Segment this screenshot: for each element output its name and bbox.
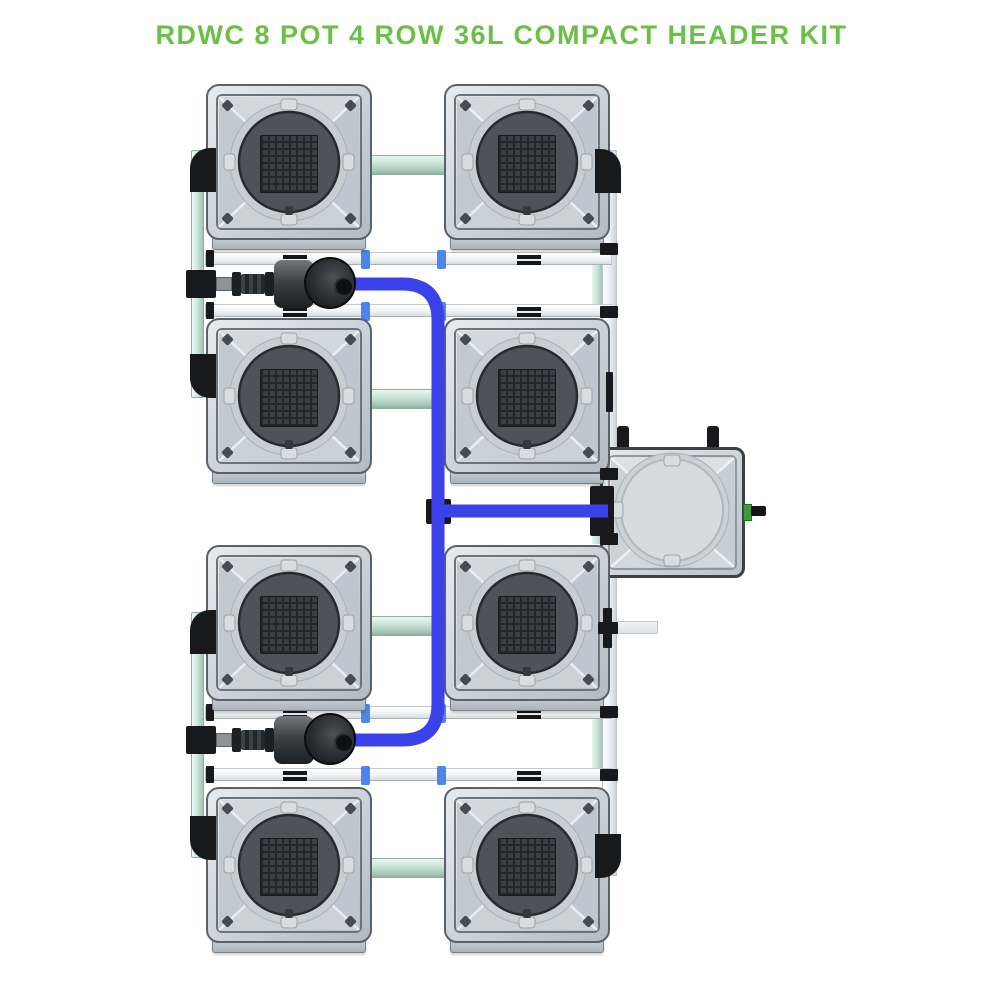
pot-r3c1 <box>206 545 372 711</box>
pump-inlet-fitting-icon <box>186 726 216 754</box>
tube-saddle-clip-icon <box>437 766 446 785</box>
rail-endcap-icon <box>206 704 214 721</box>
rail-clamp-icon <box>283 313 307 317</box>
drain-tee-icon <box>598 622 618 634</box>
pot-r1c2 <box>444 84 610 250</box>
pump-collar-icon <box>265 728 274 752</box>
pump-inlet-fitting-icon <box>186 270 216 298</box>
right-pipe-fitting <box>600 706 618 718</box>
pot-r3c2 <box>444 545 610 711</box>
pot-r4c1 <box>206 787 372 953</box>
right-pipe-fitting <box>600 468 618 480</box>
rail-clamp-icon <box>283 307 307 311</box>
pot-net-mesh <box>260 596 318 654</box>
pot-r1c1 <box>206 84 372 250</box>
pump-collar-icon <box>232 272 241 296</box>
pot-r4c2 <box>444 787 610 953</box>
rail-clamp-icon <box>517 715 541 719</box>
rail-clamp-icon <box>517 255 541 259</box>
tube-saddle-clip-icon <box>361 302 370 321</box>
pump-union-stub <box>216 277 232 291</box>
left-elbow-row2-icon <box>190 354 216 398</box>
pot-net-mesh <box>498 596 556 654</box>
rail-clamp-icon <box>283 709 307 713</box>
left-elbow-row4-icon <box>190 816 216 860</box>
rail-endcap-icon <box>206 302 214 319</box>
reservoir-lid-art <box>608 452 737 570</box>
pot-net-mesh <box>498 838 556 896</box>
rail-clamp-icon <box>283 255 307 259</box>
right-teal-connector-3 <box>592 708 602 776</box>
tube-saddle-clip-icon <box>361 250 370 269</box>
pump-union-nut <box>241 274 265 294</box>
right-teal-connector-1 <box>592 250 602 316</box>
pot-r2c2 <box>444 318 610 484</box>
rail-clamp-icon <box>517 777 541 781</box>
tube-saddle-clip-icon <box>361 766 370 785</box>
right-elbow-top-icon <box>595 149 621 193</box>
rail-endcap-icon <box>206 250 214 267</box>
pot-net-mesh <box>260 135 318 193</box>
page-title: RDWC 8 POT 4 ROW 36L COMPACT HEADER KIT <box>155 20 848 50</box>
reservoir-post-icon <box>707 426 719 450</box>
right-pipe-mark <box>606 372 613 412</box>
rail-endcap-icon <box>206 766 214 783</box>
tube-saddle-clip-icon <box>437 250 446 269</box>
pump-loop-tube <box>333 277 445 747</box>
header-rail-4 <box>205 766 612 785</box>
rail-clamp-icon <box>517 313 541 317</box>
reservoir-post-icon <box>617 426 629 450</box>
water-pump-bottom <box>186 712 358 768</box>
pump-head <box>304 713 356 765</box>
pump-collar-icon <box>232 728 241 752</box>
pump-union-nut <box>241 730 265 750</box>
pot-net-mesh <box>260 369 318 427</box>
rail-clamp-icon <box>517 261 541 265</box>
reservoir-valve-handle-icon <box>751 506 766 516</box>
water-pump-top <box>186 256 358 312</box>
pump-union-stub <box>216 733 232 747</box>
pump-collar-icon <box>265 272 274 296</box>
rail-clamp-icon <box>283 771 307 775</box>
rail-clamp-icon <box>283 777 307 781</box>
rail-clamp-icon <box>517 771 541 775</box>
right-pipe-fitting <box>600 243 618 255</box>
left-elbow-row1-icon <box>190 148 216 192</box>
right-pipe-fitting <box>600 306 618 318</box>
tube-saddle-clip-icon <box>361 704 370 723</box>
left-elbow-row3-icon <box>190 610 216 654</box>
pot-net-mesh <box>498 135 556 193</box>
header-reservoir <box>600 426 766 578</box>
rail-clamp-icon <box>517 709 541 713</box>
pump-head <box>304 257 356 309</box>
pot-net-mesh <box>260 838 318 896</box>
pot-net-mesh <box>498 369 556 427</box>
right-pipe-fitting <box>600 769 618 781</box>
rail-clamp-icon <box>517 307 541 311</box>
